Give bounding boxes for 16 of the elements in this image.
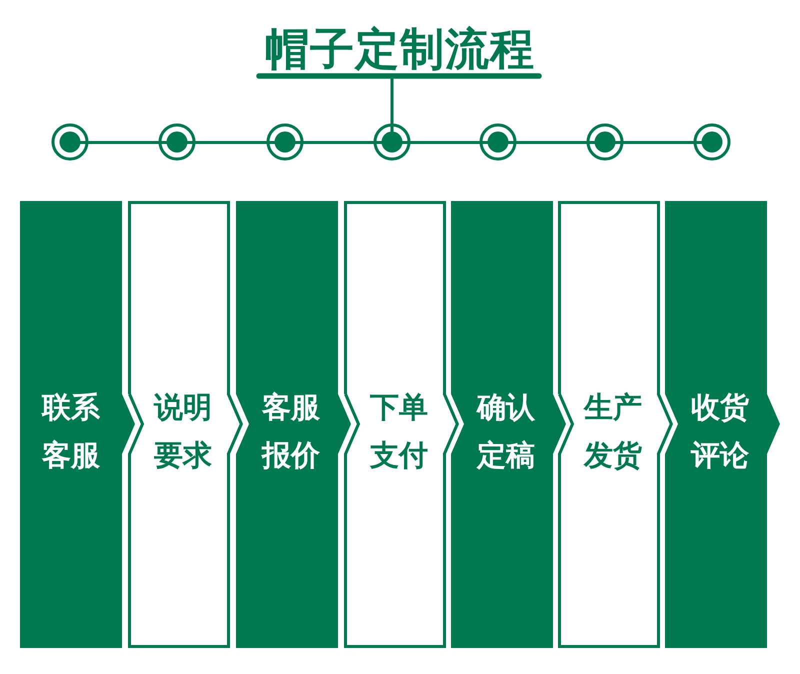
step-panel (128, 201, 230, 648)
step-panel (558, 201, 660, 648)
chevron-arrow (442, 394, 459, 454)
step-label: 生产发货 (582, 389, 643, 474)
step-panel (344, 201, 446, 648)
chevron-arrow (552, 394, 566, 454)
step-label: 确认定稿 (476, 389, 536, 474)
step-label: 说明要求 (152, 389, 213, 474)
step-label: 收货评论 (690, 389, 750, 474)
chevron-arrow (337, 394, 351, 454)
chevron-arrow (226, 394, 243, 454)
step-label: 客服报价 (260, 389, 321, 474)
chevron-arrow (656, 394, 673, 454)
step-label: 联系客服 (40, 389, 101, 474)
chevron-arrow (766, 394, 780, 454)
step-label: 下单支付 (368, 389, 429, 474)
